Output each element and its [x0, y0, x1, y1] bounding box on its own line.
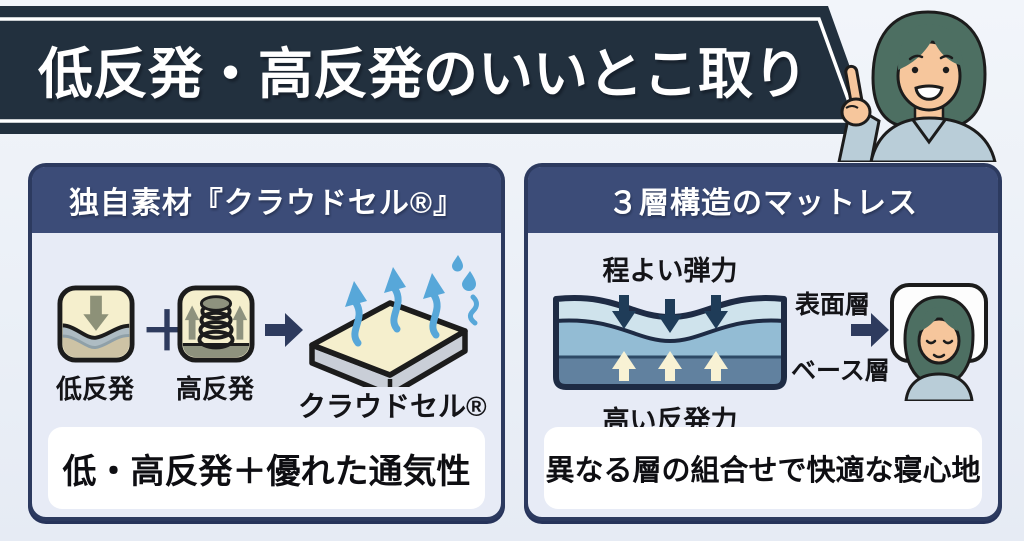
three-layer-panel: ３層構造のマットレス 程よい弾力	[524, 163, 1002, 521]
high-resilience-icon	[177, 285, 255, 363]
surface-layer-label: 表面層	[795, 291, 871, 319]
pointing-woman-icon	[837, 10, 997, 162]
cloudcell-summary: 低・高反発＋優れた通気性	[48, 427, 485, 509]
high-resilience-label: 高反発	[175, 374, 254, 404]
low-resilience-label: 低反発	[55, 374, 134, 404]
sleeping-person-icon	[890, 283, 988, 401]
moderate-elasticity-label: 程よい弾力	[602, 256, 738, 286]
cloudcell-panel: 独自素材『クラウドセル®』 低反発 ＋	[28, 163, 505, 521]
three-layer-summary: 異なる層の組合せで快適な寝心地	[544, 427, 982, 509]
breathable-mattress-icon	[309, 255, 479, 387]
cloudcell-panel-header: 独自素材『クラウドセル®』	[32, 167, 501, 233]
base-layer-label: ベース層	[791, 357, 890, 385]
low-resilience-icon	[57, 285, 135, 363]
cloudcell-panel-body: 低反発 ＋	[32, 233, 501, 517]
cloudcell-label: クラウドセル®	[298, 391, 487, 422]
title-banner: 低反発・高反発のいいとこ取り	[0, 0, 1024, 140]
arrow-right-icon	[851, 313, 889, 347]
arrow-right-icon	[265, 313, 303, 347]
three-layer-panel-header: ３層構造のマットレス	[528, 167, 998, 233]
page-title: 低反発・高反発のいいとこ取り	[38, 43, 809, 105]
three-layer-panel-body: 程よい弾力	[528, 233, 998, 517]
three-layer-mattress-icon	[553, 295, 787, 390]
